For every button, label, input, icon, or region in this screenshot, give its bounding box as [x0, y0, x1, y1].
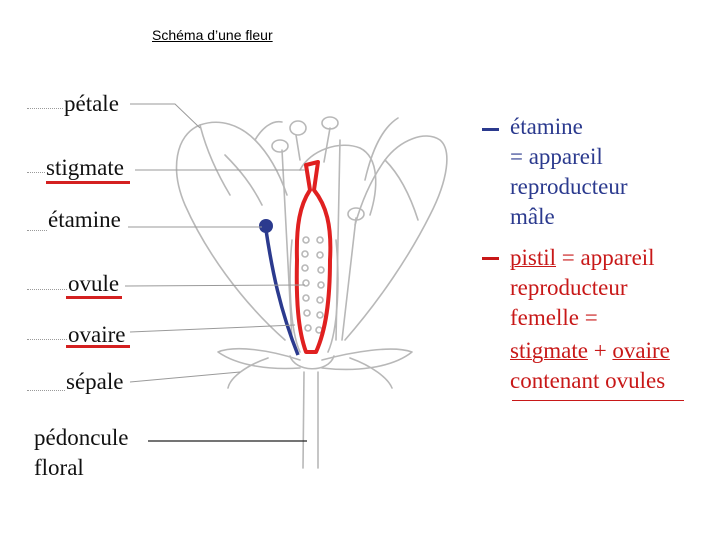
legend-female-line2: reproducteur — [510, 275, 628, 300]
label-floral: floral — [34, 455, 84, 480]
dotline-ovaire — [27, 339, 67, 340]
legend-female-line4: stigmate + ovaire — [510, 336, 670, 366]
leader-ovule — [124, 284, 306, 287]
legend-male-line2: = appareil — [510, 144, 603, 169]
label-stigmate: stigmate — [46, 155, 124, 180]
sepal-right — [321, 348, 413, 371]
legend-male-line3: reproducteur — [510, 174, 628, 199]
legend-dash-male — [482, 128, 499, 131]
dotline-sepale — [27, 390, 65, 391]
anther-blue — [259, 219, 273, 233]
legend-female-stigmate: stigmate — [510, 338, 588, 363]
leader-sepale — [129, 371, 241, 383]
label-pedoncule: pédoncule — [34, 425, 129, 450]
legend-female-line5: contenant ovules — [510, 368, 666, 393]
receptacle — [289, 355, 335, 370]
legend-female-ovaire: ovaire — [612, 338, 670, 363]
underline-stigmate — [46, 181, 130, 184]
label-sepale: sépale — [66, 369, 124, 394]
dotline-stigmate — [27, 172, 45, 173]
label-ovule: ovule — [68, 271, 120, 296]
dotline-petale — [27, 108, 63, 109]
legend-female-plus: + — [587, 338, 613, 363]
sepal-left — [217, 347, 301, 370]
label-ovaire: ovaire — [68, 322, 126, 347]
legend-male-line4: mâle — [510, 204, 555, 229]
legend-female-line3: femelle = — [510, 305, 598, 330]
legend-male-line1: étamine — [510, 114, 583, 139]
petal-right — [344, 135, 448, 341]
label-etamine: étamine — [48, 207, 121, 232]
ovary-outline — [289, 239, 339, 353]
legend-female-appareil: = appareil — [556, 245, 655, 270]
underline-ovaire — [66, 345, 130, 348]
legend-female-line1: pistil = appareil — [510, 243, 655, 273]
petal-left — [175, 121, 288, 341]
diagram-title: Schéma d’une fleur — [152, 27, 273, 43]
stem — [302, 371, 319, 469]
underline-ovule — [66, 296, 122, 299]
leader-ovaire — [129, 324, 296, 333]
legend-female-pistil: pistil — [510, 245, 557, 270]
petal-back — [299, 144, 377, 216]
pistil-red — [294, 160, 333, 354]
legend-dash-female — [482, 257, 499, 260]
dotline-etamine — [27, 230, 47, 231]
filament-blue — [264, 229, 300, 356]
label-petale: pétale — [64, 91, 119, 116]
ovules — [301, 236, 325, 334]
leader-petale — [130, 103, 201, 129]
dotline-ovule — [27, 289, 67, 290]
legend-female-underline — [512, 400, 684, 401]
